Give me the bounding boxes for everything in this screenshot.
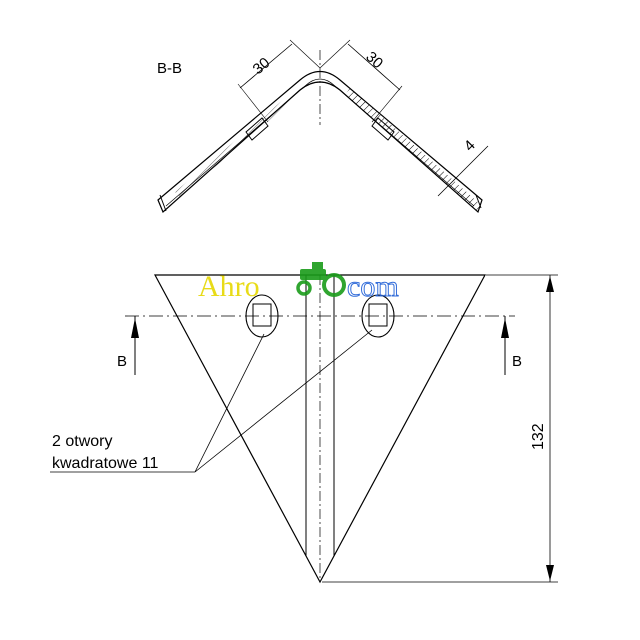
callout-leader-2 [194,329,373,473]
callout-line-1: 2 otwory [52,433,112,450]
front-view: B B 2 otwory kwadratowe 11 132 [50,274,558,584]
dim-right-ext1 [319,39,351,69]
callout-line-2: kwadratowe 11 [52,455,159,472]
dim-right-leg-text: 30 [362,48,386,72]
section-view: B-B 30 30 4 [157,39,489,214]
section-label: B-B [157,60,182,77]
dim-thickness-line [437,145,489,197]
dim-left-line [239,43,293,89]
cut-arrow-left-head [131,318,139,338]
square-hole-left [252,303,272,327]
right-end-cap [475,194,482,209]
cut-marker-left: B [117,353,127,370]
square-hole-right [368,303,388,327]
dim-right-ext2 [371,85,403,123]
hole-section-left [245,117,269,141]
callout-leader-1 [194,333,265,473]
left-end-cap [159,194,167,212]
dim-left-leg-text: 30 [250,54,274,78]
dim-left-ext2 [289,39,321,69]
watermark-text-right: com [347,270,399,303]
dim-left-ext1 [237,83,269,123]
hole-section-right [371,117,395,141]
dim-thickness-text: 4 [461,137,479,155]
dim-height-arrow-bottom [546,565,554,581]
cut-marker-right: B [512,353,522,370]
section-inner-line [165,78,475,207]
dim-height-arrow-top [546,276,554,292]
tractor-icon [296,262,346,297]
watermark-text-left: Ahro [198,270,260,303]
watermark-logo: Ahro com [198,262,399,304]
dim-right-line [347,43,401,91]
dim-height-text: 132 [530,423,547,450]
cut-arrow-right-head [501,318,509,338]
section-hatch-left [175,94,293,197]
